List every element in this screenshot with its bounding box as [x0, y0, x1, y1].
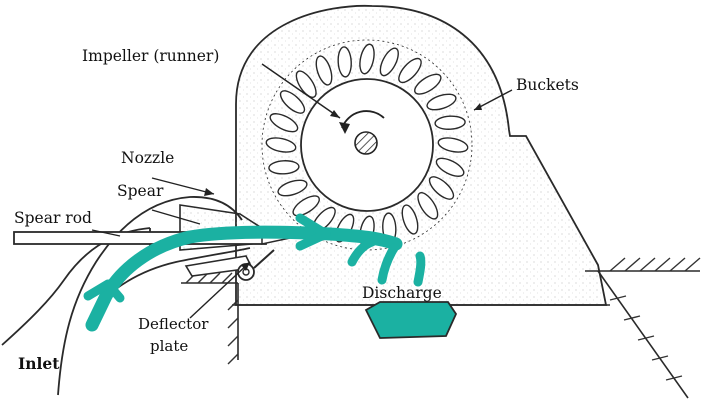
discharge-pool: [366, 302, 456, 338]
label-deflector-line1: Deflector: [138, 316, 208, 333]
label-buckets: Buckets: [516, 77, 579, 94]
label-inlet: Inlet: [18, 355, 59, 372]
label-impeller: Impeller (runner): [82, 48, 219, 65]
label-nozzle: Nozzle: [121, 150, 174, 167]
label-spear: Spear: [117, 183, 163, 200]
label-spear-rod: Spear rod: [14, 210, 92, 227]
water-stream-3: [418, 256, 421, 282]
label-discharge: Discharge: [362, 285, 442, 302]
label-deflector-line2: plate: [150, 338, 188, 355]
shaft-icon: [355, 132, 377, 154]
